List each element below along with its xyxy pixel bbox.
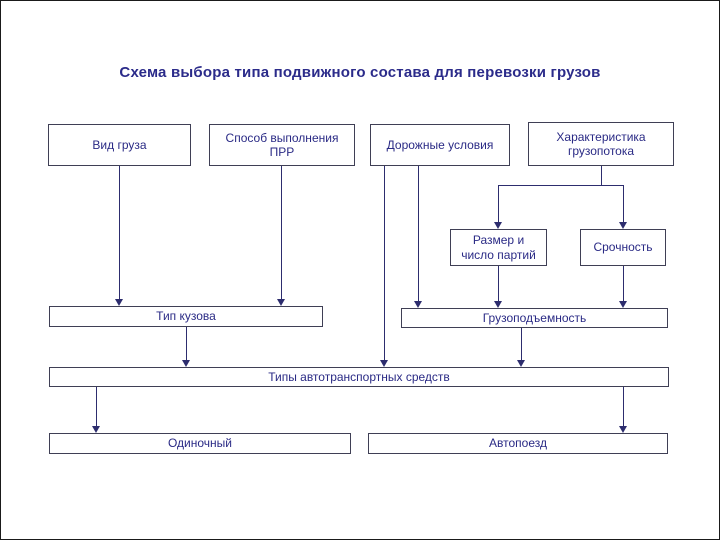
edge-dorozhnye-gruzopodemnost-arrowhead-icon <box>414 301 422 308</box>
node-avtopoezd: Автопоезд <box>368 433 668 454</box>
edge-kharakteristika-srochnost-line <box>623 185 624 223</box>
edge-razmer-gruzopodemnost-line <box>498 266 499 302</box>
edge-sposob-prr-tip-kuzova-arrowhead-icon <box>277 299 285 306</box>
edge-vid-gruza-tip-kuzova-arrowhead-icon <box>115 299 123 306</box>
edge-tip-kuzova-tipy-ats-arrowhead-icon <box>182 360 190 367</box>
node-dorozhnye-usloviya: Дорожные условия <box>370 124 510 166</box>
edge-srochnost-gruzopodemnost-line <box>623 266 624 302</box>
node-odinochny: Одиночный <box>49 433 351 454</box>
edge-kharakteristika-srochnost-arrowhead-icon <box>619 222 627 229</box>
edge-tipy-ats-avtopoezd-arrowhead-icon <box>619 426 627 433</box>
edge-gruzopodemnost-tipy-ats-arrowhead-icon <box>517 360 525 367</box>
edge-tipy-ats-avtopoezd-line <box>623 387 624 427</box>
node-sposob-prr: Способ выполнения ПРР <box>209 124 355 166</box>
node-kharakteristika-gruzopotoka: Характеристика грузопотока <box>528 122 674 166</box>
node-srochnost: Срочность <box>580 229 666 266</box>
edge-vid-gruza-tip-kuzova-line <box>119 166 120 300</box>
edge-tipy-ats-odinochny-arrowhead-icon <box>92 426 100 433</box>
node-gruzopodemnost: Грузоподъемность <box>401 308 668 328</box>
diagram-title: Схема выбора типа подвижного состава для… <box>119 64 601 81</box>
node-vid-gruza: Вид груза <box>48 124 191 166</box>
edge-dorozhnye-tipy-ats-line <box>384 166 385 361</box>
edge-gruzopodemnost-tipy-ats-line <box>521 328 522 361</box>
edge-kharakteristika-branch-line <box>498 185 624 186</box>
node-tipy-ats: Типы автотранспортных средств <box>49 367 669 387</box>
node-razmer-chislo-partiy: Размер и число партий <box>450 229 547 266</box>
edge-dorozhnye-tipy-ats-arrowhead-icon <box>380 360 388 367</box>
edge-tip-kuzova-tipy-ats-line <box>186 327 187 361</box>
edge-tipy-ats-odinochny-line <box>96 387 97 427</box>
edge-dorozhnye-gruzopodemnost-line <box>418 166 419 302</box>
edge-sposob-prr-tip-kuzova-line <box>281 166 282 300</box>
edge-kharakteristika-razmer-line <box>498 185 499 223</box>
edge-kharakteristika-razmer-arrowhead-icon <box>494 222 502 229</box>
edge-kharakteristika-stem-line <box>601 166 602 186</box>
node-tip-kuzova: Тип кузова <box>49 306 323 327</box>
edge-srochnost-gruzopodemnost-arrowhead-icon <box>619 301 627 308</box>
edge-razmer-gruzopodemnost-arrowhead-icon <box>494 301 502 308</box>
